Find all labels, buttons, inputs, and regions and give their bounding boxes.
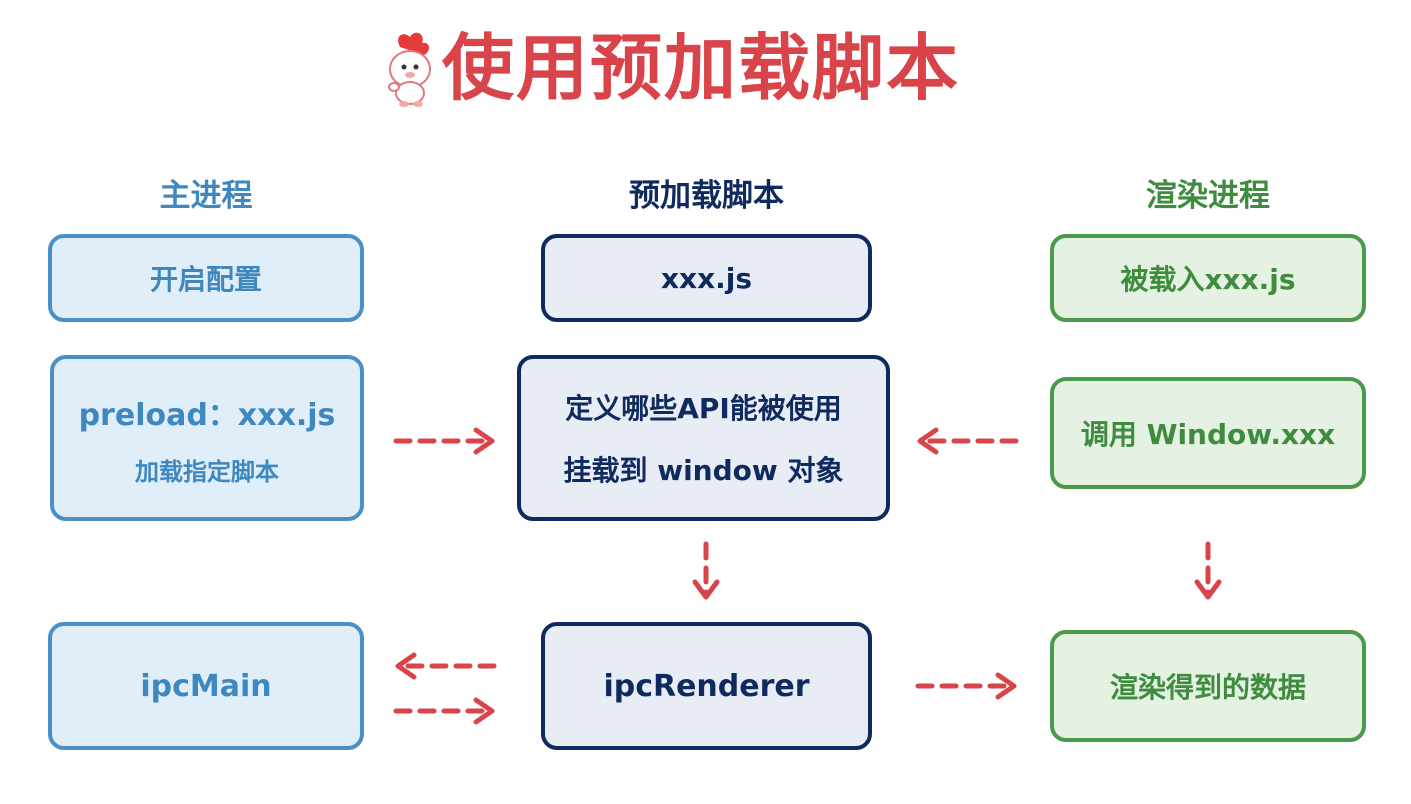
enable-config-label: 开启配置 xyxy=(149,263,262,296)
call-window-box: 调用 Window.xxx xyxy=(1050,377,1366,489)
renderer-process-heading: 渲染进程 xyxy=(1146,178,1270,214)
script-loaded-box: 被载入xxx.js xyxy=(1050,234,1366,322)
script-loaded-label: 被载入xxx.js xyxy=(1120,263,1296,296)
mount-window-label: 挂载到 window 对象 xyxy=(563,454,844,487)
define-api-box: 定义哪些API能被使用 挂载到 window 对象 xyxy=(517,355,890,521)
arrow-ipc-main-to-renderer xyxy=(393,697,495,725)
ipc-main-box: ipcMain xyxy=(48,622,364,750)
mascot-icon xyxy=(388,32,431,107)
arrow-renderer-down xyxy=(1194,541,1222,600)
arrow-renderer-to-preload xyxy=(917,427,1019,455)
preload-file-box: xxx.js xyxy=(541,234,872,322)
enable-config-box: 开启配置 xyxy=(48,234,364,322)
render-data-label: 渲染得到的数据 xyxy=(1109,671,1306,704)
arrow-main-to-preload xyxy=(393,427,495,455)
arrow-ipc-to-render-data xyxy=(915,672,1017,700)
load-script-label: 加载指定脚本 xyxy=(135,457,279,486)
ipc-renderer-label: ipcRenderer xyxy=(603,668,810,704)
main-process-heading: 主进程 xyxy=(159,178,253,214)
render-data-box: 渲染得到的数据 xyxy=(1050,630,1366,742)
arrow-ipc-renderer-to-main xyxy=(395,652,497,680)
page-title: 使用预加载脚本 xyxy=(442,26,961,110)
preload-file-label: xxx.js xyxy=(660,261,753,295)
call-window-label: 调用 Window.xxx xyxy=(1080,418,1336,451)
define-api-label: 定义哪些API能被使用 xyxy=(565,392,842,425)
preload-config-box: preload：xxx.js 加载指定脚本 xyxy=(50,355,364,521)
preload-config-label: preload：xxx.js xyxy=(78,397,336,433)
ipc-renderer-box: ipcRenderer xyxy=(541,622,872,750)
ipc-main-label: ipcMain xyxy=(140,668,272,704)
preload-script-heading: 预加载脚本 xyxy=(629,178,784,214)
title-area: 使用预加载脚本 xyxy=(380,18,960,118)
arrow-preload-down xyxy=(692,541,720,600)
